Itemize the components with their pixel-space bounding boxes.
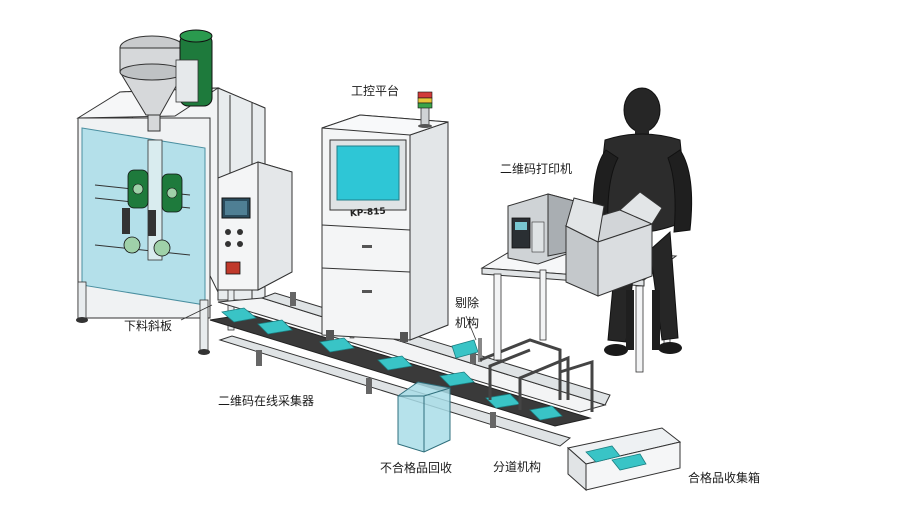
- label-qr-online-reader: 二维码在线采集器: [218, 394, 315, 408]
- cabinet-marking: KP-815: [350, 207, 387, 219]
- packaging-machine: [76, 29, 293, 355]
- good-product-bin: [566, 427, 682, 492]
- reject-bin: [397, 381, 451, 453]
- reject-mechanism: [451, 338, 482, 362]
- label-sorting-mechanism: 分道机构: [493, 460, 542, 474]
- sorting-mechanism: [479, 338, 594, 412]
- leader-lines: [180, 304, 477, 341]
- label-qr-printer: 二维码打印机: [500, 162, 573, 176]
- label-feed-chute: 下料斜板: [124, 319, 173, 333]
- label-reject-mechanism-line1: 剔除: [455, 296, 480, 310]
- label-reject-bin: 不合格品回收: [380, 461, 453, 475]
- label-good-product-bin: 合格品收集箱: [688, 471, 761, 485]
- open-box: [564, 191, 663, 297]
- label-reject-mechanism-line2: 机构: [455, 316, 480, 330]
- label-ipc-platform: 工控平台: [351, 84, 400, 98]
- ipc-cabinet: [321, 91, 449, 342]
